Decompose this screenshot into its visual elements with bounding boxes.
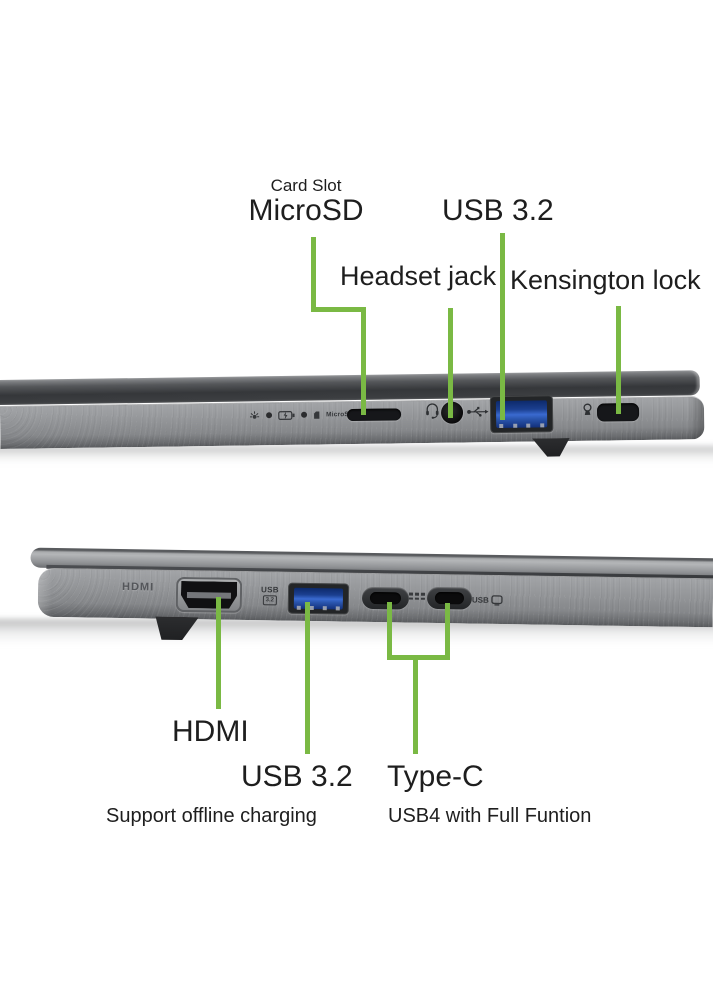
power-led-icon bbox=[249, 410, 260, 421]
usb-label-bottom: USB 3.2 bbox=[241, 760, 353, 793]
card-slot-label-large: MicroSD bbox=[248, 194, 364, 228]
hdmi-tongue bbox=[187, 592, 231, 599]
usb-a-port-left bbox=[287, 582, 350, 615]
usb-callout-line-bottom bbox=[305, 602, 310, 754]
status-markings: MicroSD bbox=[249, 407, 354, 422]
typec-bracket-bar bbox=[387, 655, 450, 660]
kensington-lock-label: Kensington lock bbox=[510, 265, 701, 295]
usb-badge-box: 3.2 bbox=[262, 595, 278, 606]
typec-bracket-right bbox=[445, 603, 450, 660]
card-slot-label: Card Slot MicroSD bbox=[240, 176, 372, 228]
usb-c-port-1 bbox=[361, 586, 410, 610]
usb-label-top: USB 3.2 bbox=[442, 194, 554, 227]
hdmi-label: HDMI bbox=[172, 715, 249, 748]
laptop-right-edge: MicroSD bbox=[0, 0, 713, 505]
microsd-callout-upper bbox=[311, 237, 316, 311]
headset-callout-line bbox=[448, 308, 453, 418]
kensington-callout-line bbox=[616, 306, 621, 414]
microsd-callout-elbow bbox=[311, 307, 366, 312]
typec-sublabel: USB4 with Full Funtion bbox=[388, 805, 592, 827]
usb4-badge-text: USB bbox=[471, 595, 489, 605]
usb-sublabel: Support offline charging bbox=[106, 805, 317, 827]
laptop-shadow bbox=[0, 446, 713, 464]
usb4-display-icon bbox=[491, 595, 503, 606]
hdmi-callout-line bbox=[216, 597, 221, 709]
kensington-lock-icon bbox=[581, 403, 594, 417]
usb4-badge: USB bbox=[472, 595, 503, 606]
typec-bracket-left bbox=[387, 602, 392, 660]
microsd-card-icon bbox=[313, 410, 320, 419]
card-slot-label-small: Card Slot bbox=[270, 176, 342, 195]
usb-callout-line-top bbox=[500, 233, 505, 420]
battery-charge-icon bbox=[278, 409, 295, 420]
hdmi-port bbox=[175, 576, 243, 613]
usb-symbol-icon bbox=[466, 405, 489, 418]
usb-a-pins bbox=[296, 605, 341, 611]
usb-speed-badge: USB 3.2 bbox=[260, 585, 279, 606]
typec-label: Type-C bbox=[387, 760, 484, 793]
usb-badge-text: USB bbox=[260, 585, 279, 595]
typec-callout-stem bbox=[413, 658, 418, 754]
headset-jack-label: Headset jack bbox=[340, 261, 497, 291]
charging-indicator-icon bbox=[408, 592, 426, 600]
hdmi-marking: HDMI bbox=[121, 581, 155, 594]
headset-icon bbox=[425, 403, 440, 419]
usb-c-slot bbox=[369, 591, 402, 605]
rubber-foot bbox=[154, 617, 199, 642]
microsd-callout-lower bbox=[361, 307, 366, 415]
